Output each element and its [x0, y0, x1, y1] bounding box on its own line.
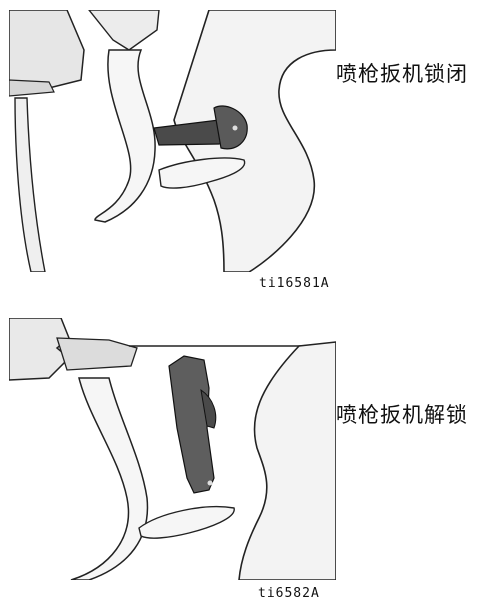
spray-gun-locked-drawing [9, 10, 336, 272]
caption-trigger-unlocked: 喷枪扳机解锁 [336, 399, 468, 429]
figure-id-unlocked: ti6582A [258, 586, 320, 601]
illustration-trigger-unlocked [9, 318, 336, 580]
figure-id-locked: ti16581A [259, 276, 330, 291]
caption-trigger-locked: 喷枪扳机锁闭 [336, 58, 468, 88]
spray-gun-unlocked-drawing [9, 318, 336, 580]
illustration-trigger-locked [9, 10, 336, 272]
